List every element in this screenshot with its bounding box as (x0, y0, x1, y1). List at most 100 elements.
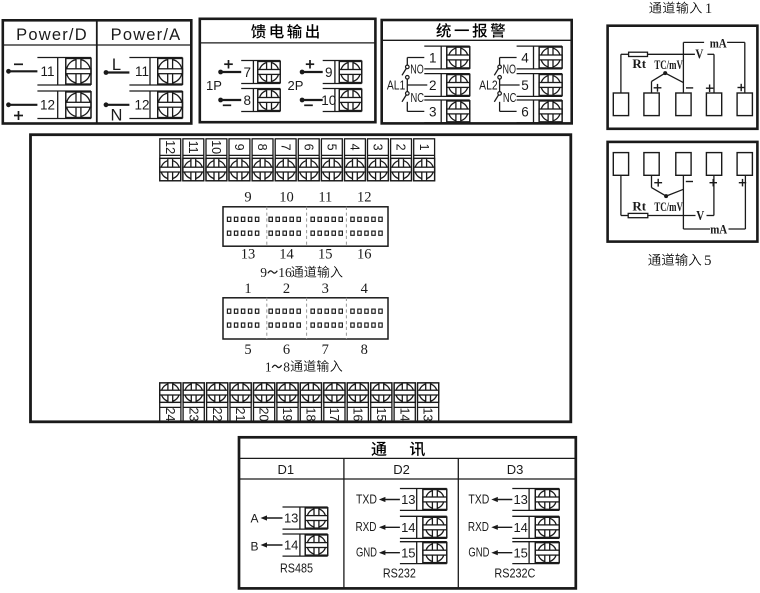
svg-text:19: 19 (280, 408, 294, 422)
svg-text:10: 10 (321, 93, 336, 108)
svg-text:15: 15 (401, 545, 415, 560)
svg-text:18: 18 (304, 408, 318, 422)
svg-text:15: 15 (318, 247, 333, 263)
svg-text:6: 6 (283, 342, 290, 358)
svg-text:12: 12 (40, 98, 55, 113)
svg-text:N: N (111, 107, 123, 125)
svg-text:D3: D3 (507, 462, 524, 477)
svg-text:GND: GND (356, 546, 377, 560)
svg-text:13: 13 (513, 492, 527, 507)
svg-text:2: 2 (394, 144, 408, 151)
svg-text:9: 9 (232, 144, 246, 151)
svg-text:9: 9 (260, 265, 267, 280)
svg-text:5: 5 (324, 144, 338, 151)
svg-text:22: 22 (210, 408, 224, 422)
svg-text:1: 1 (244, 281, 251, 297)
svg-text:10: 10 (209, 140, 223, 154)
svg-text:A: A (250, 511, 258, 525)
svg-text:1: 1 (265, 359, 272, 374)
svg-text:5: 5 (704, 253, 712, 269)
svg-text:11: 11 (186, 141, 200, 154)
svg-text:23: 23 (186, 408, 200, 422)
svg-text:5: 5 (244, 342, 251, 358)
svg-text:RXD: RXD (468, 520, 489, 534)
svg-text:3: 3 (429, 104, 437, 119)
svg-text:V: V (696, 208, 704, 223)
svg-text:11: 11 (135, 64, 149, 79)
svg-text:RS485: RS485 (280, 560, 313, 575)
svg-text:15: 15 (513, 545, 527, 560)
svg-text:13: 13 (401, 492, 415, 507)
svg-text:14: 14 (279, 247, 294, 263)
svg-text:2: 2 (429, 78, 437, 93)
svg-text:3: 3 (322, 281, 329, 297)
svg-text:4: 4 (348, 144, 362, 151)
svg-text:TXD: TXD (468, 493, 489, 507)
svg-text:NC: NC (503, 91, 517, 105)
svg-text:NC: NC (411, 91, 425, 105)
svg-text:mA: mA (710, 221, 728, 236)
svg-text:RS232: RS232 (383, 566, 416, 581)
svg-text:8: 8 (255, 144, 269, 151)
svg-text:4: 4 (521, 50, 529, 65)
svg-text:12: 12 (134, 98, 149, 113)
svg-text:12: 12 (357, 189, 372, 205)
svg-text:mA: mA (710, 36, 728, 51)
svg-text:AL1: AL1 (387, 78, 406, 92)
svg-text:L: L (112, 56, 121, 74)
svg-text:Rt: Rt (632, 56, 646, 71)
svg-text:1: 1 (705, 1, 713, 17)
svg-text:1P: 1P (206, 78, 222, 93)
svg-text:4: 4 (361, 281, 369, 297)
svg-text:D2: D2 (393, 462, 410, 477)
svg-text:5: 5 (521, 78, 529, 93)
svg-text:17: 17 (327, 408, 341, 422)
svg-text:13: 13 (284, 511, 298, 526)
svg-text:16: 16 (357, 247, 372, 263)
svg-text:14: 14 (284, 538, 298, 553)
svg-text:10: 10 (279, 189, 294, 205)
svg-text:GND: GND (468, 546, 489, 560)
svg-text:AL2: AL2 (479, 78, 498, 92)
svg-text:15: 15 (374, 408, 388, 422)
svg-text:V: V (695, 47, 703, 62)
svg-text:2: 2 (283, 281, 290, 297)
svg-text:2P: 2P (288, 78, 304, 93)
svg-text:20: 20 (257, 408, 271, 422)
svg-text:12: 12 (163, 140, 177, 154)
svg-text:7: 7 (278, 144, 292, 151)
svg-text:6: 6 (521, 104, 529, 119)
svg-text:Power/A: Power/A (111, 26, 182, 44)
svg-text:RS232C: RS232C (494, 566, 535, 581)
svg-text:14: 14 (401, 520, 415, 535)
svg-text:TXD: TXD (356, 493, 377, 507)
svg-text:NO: NO (503, 63, 517, 77)
svg-text:RXD: RXD (356, 520, 377, 534)
svg-text:8: 8 (283, 359, 290, 374)
svg-text:Rt: Rt (632, 198, 646, 213)
svg-text:9: 9 (244, 189, 251, 205)
svg-text:D1: D1 (277, 462, 294, 477)
svg-text:8: 8 (361, 342, 368, 358)
svg-text:11: 11 (40, 64, 54, 79)
svg-text:6: 6 (301, 144, 315, 151)
svg-text:TC/mV: TC/mV (654, 58, 683, 72)
svg-text:1: 1 (417, 144, 431, 151)
svg-text:NO: NO (410, 63, 424, 77)
svg-text:13: 13 (421, 408, 435, 422)
svg-text:Power/D: Power/D (16, 26, 88, 44)
svg-text:13: 13 (241, 247, 256, 263)
svg-text:14: 14 (513, 520, 527, 535)
svg-text:16: 16 (350, 408, 364, 422)
svg-text:1: 1 (429, 50, 437, 65)
svg-text:14: 14 (397, 408, 411, 422)
svg-text:9: 9 (325, 65, 333, 80)
svg-text:TC/mV: TC/mV (654, 200, 683, 214)
svg-text:7: 7 (244, 65, 252, 80)
svg-text:8: 8 (244, 93, 252, 108)
svg-text:24: 24 (163, 408, 177, 422)
svg-text:11: 11 (318, 189, 332, 205)
svg-text:B: B (250, 539, 258, 553)
svg-text:3: 3 (371, 144, 385, 151)
svg-text:21: 21 (233, 408, 247, 422)
